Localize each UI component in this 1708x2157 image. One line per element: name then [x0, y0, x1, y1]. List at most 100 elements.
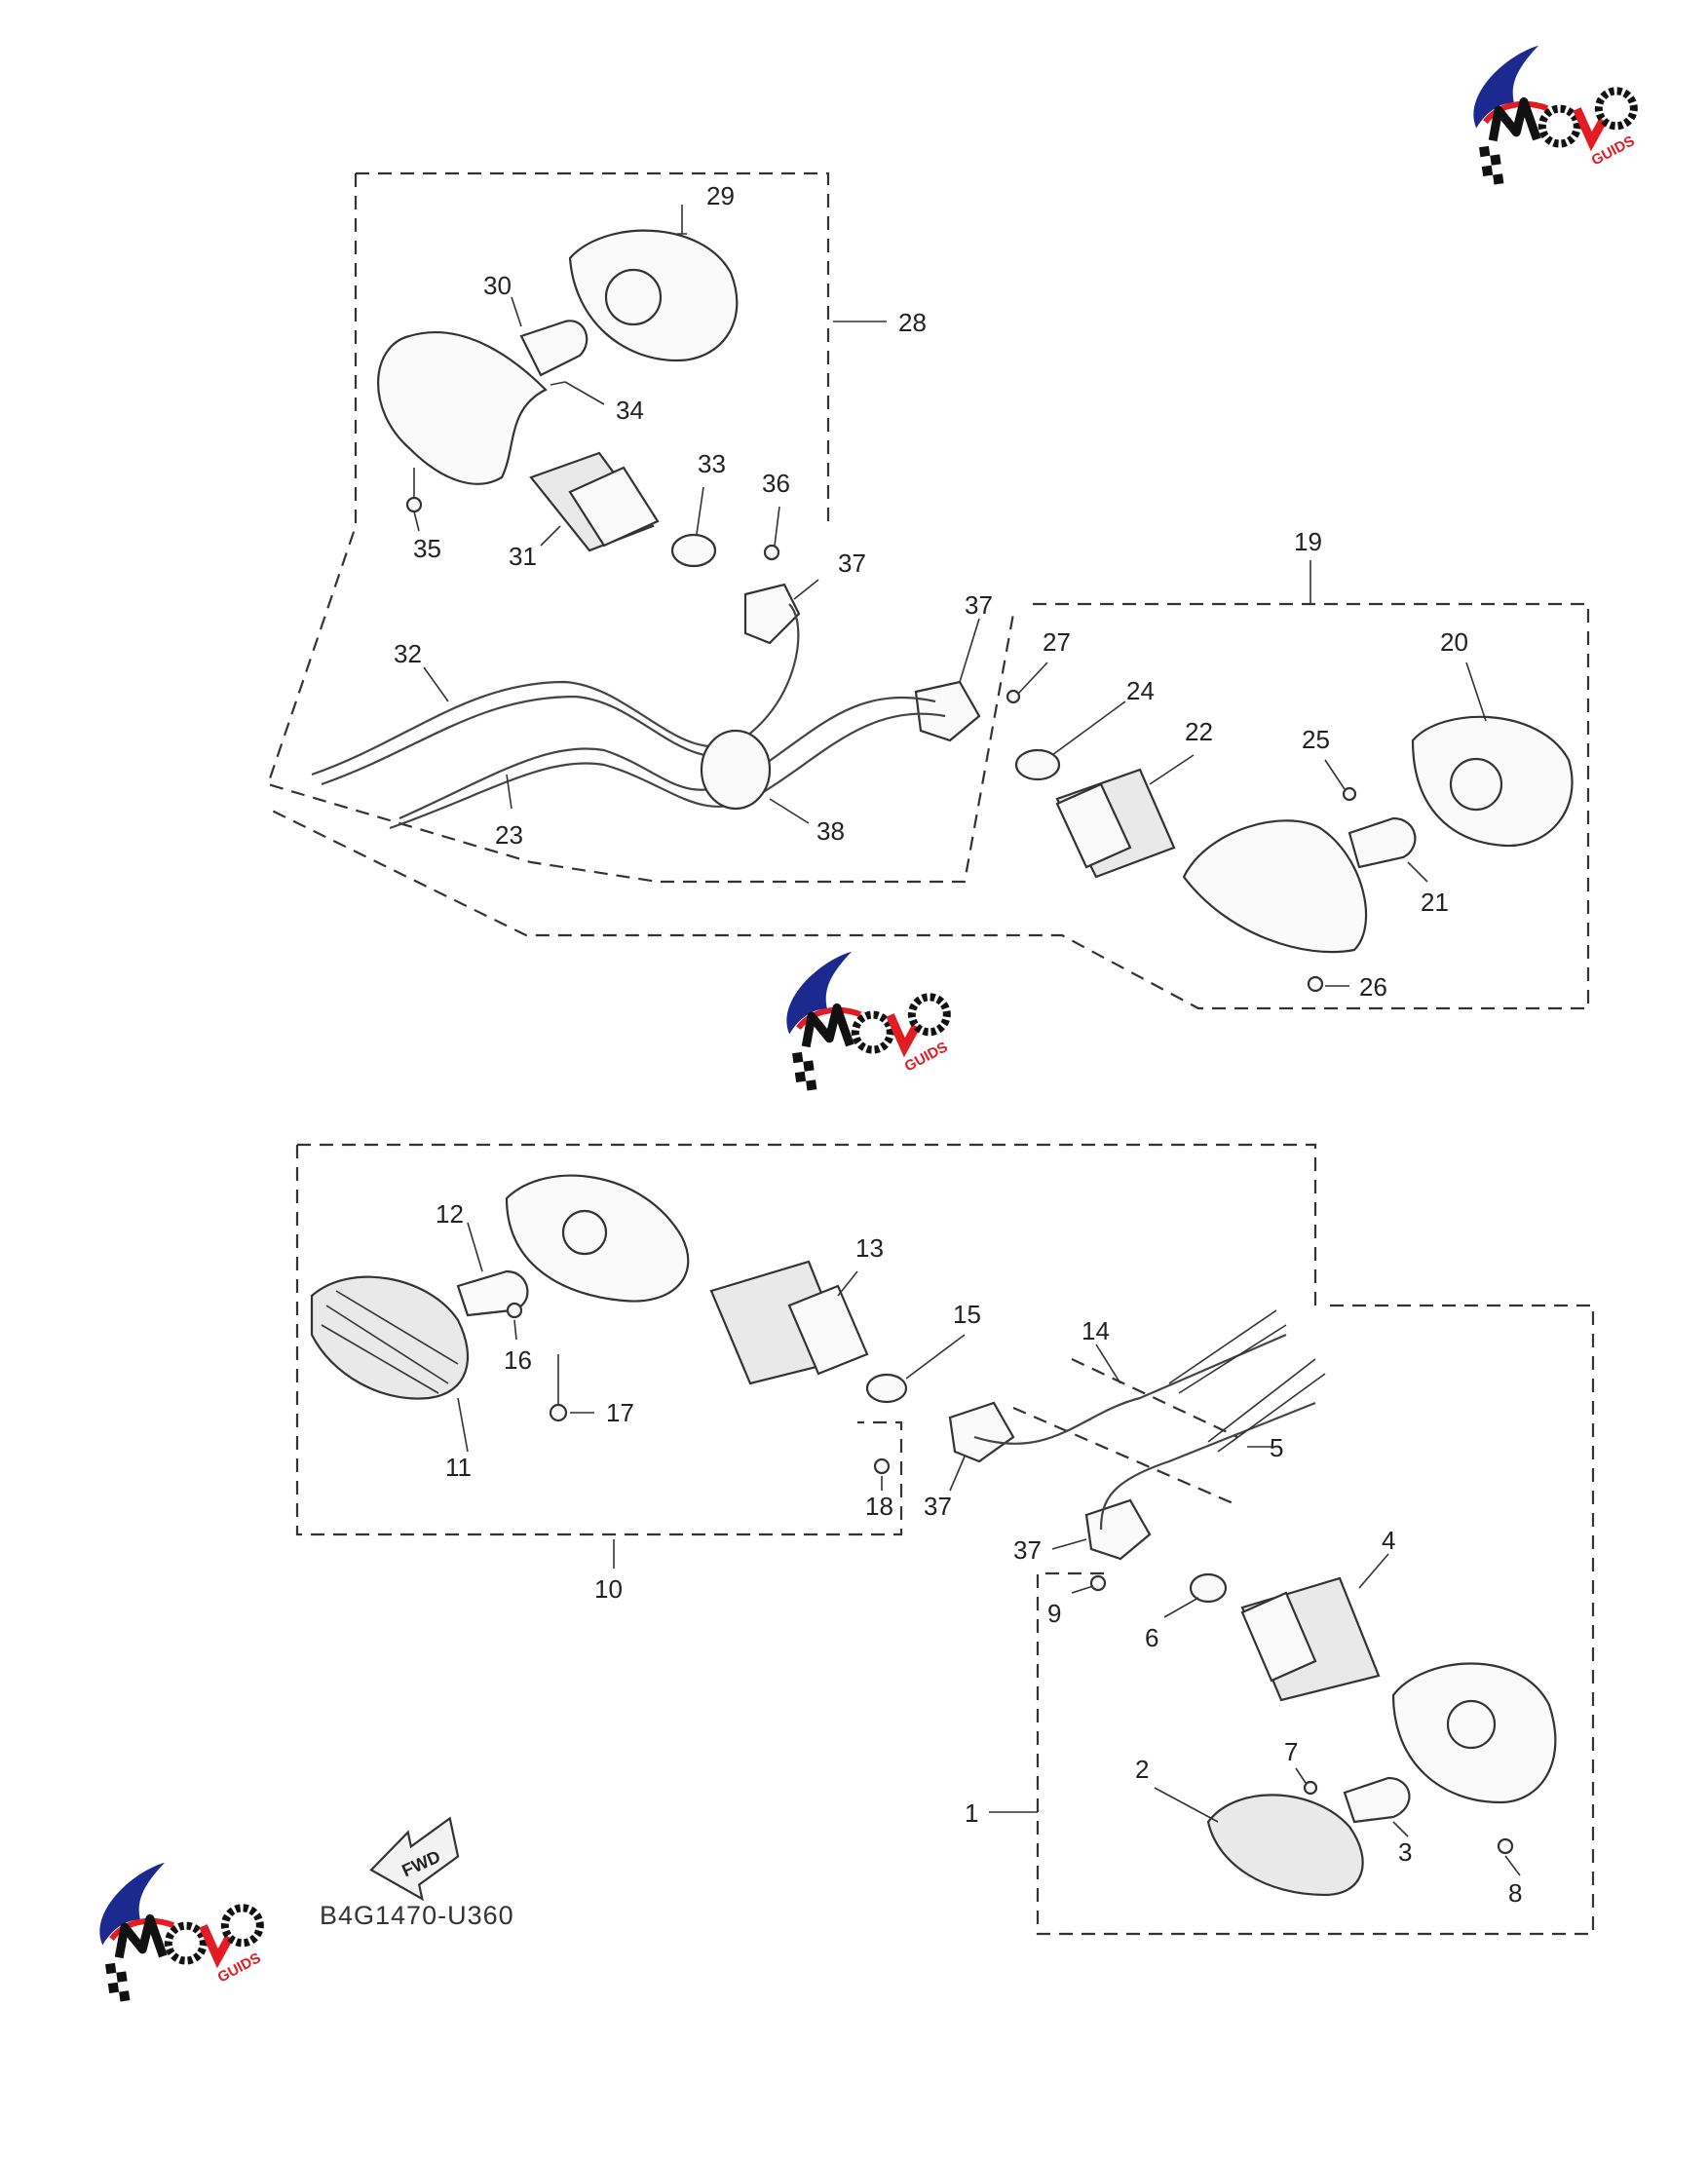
assembly-1-outline: [1036, 1304, 1595, 1936]
wire-32: [311, 603, 800, 776]
wire-23-b: [389, 712, 946, 830]
stem-22-rubber: [1055, 782, 1132, 869]
leader-33: [696, 486, 704, 535]
screw-25: [1342, 786, 1357, 802]
label-35: 35: [413, 534, 441, 563]
wire-5-leads: [1207, 1358, 1326, 1453]
assembly-19-outline: [267, 602, 1590, 1010]
leader-35: [413, 511, 420, 532]
label-25: 25: [1302, 725, 1330, 754]
screw-8: [1497, 1837, 1514, 1855]
label-12: 12: [436, 1199, 464, 1229]
bulb-30: [519, 320, 588, 377]
leader-36: [774, 506, 780, 547]
leader-25: [1324, 759, 1346, 790]
fwd-arrow: FWD: [369, 1816, 460, 1902]
washer-15: [865, 1373, 908, 1404]
leader-22: [1149, 754, 1195, 785]
leader-4: [1358, 1553, 1389, 1589]
housing-20-socket: [1449, 757, 1503, 812]
label-27: 27: [1043, 627, 1071, 657]
label-10: 10: [594, 1574, 623, 1604]
housing-13-socket: [561, 1209, 608, 1256]
leader-12: [467, 1222, 483, 1272]
label-26: 26: [1359, 972, 1387, 1002]
screw-26: [1307, 975, 1324, 993]
brand-logo-bottom-left: GUIDS: [92, 1851, 268, 2004]
lens-2: [1206, 1794, 1364, 1897]
label-29: 29: [706, 181, 735, 210]
stem-13-rubber: [787, 1284, 869, 1376]
leader-15: [905, 1334, 966, 1380]
wire-32-b: [321, 695, 751, 786]
bulb-21: [1347, 816, 1417, 869]
label-37-c: 37: [924, 1492, 952, 1521]
grommet-37-upper-left: [743, 583, 801, 645]
label-32: 32: [394, 639, 422, 668]
stem-4-rubber: [1240, 1591, 1317, 1683]
leader-11: [457, 1397, 469, 1453]
label-38: 38: [816, 816, 845, 846]
washer-33: [670, 533, 717, 568]
wire-14: [973, 1333, 1287, 1445]
leader-20: [1465, 662, 1487, 722]
screw-35: [405, 496, 423, 513]
screw-36: [763, 544, 780, 561]
leader-3: [1392, 1821, 1409, 1837]
lens-11: [310, 1275, 470, 1400]
lens-30-left: [377, 331, 548, 485]
label-9: 9: [1047, 1599, 1061, 1628]
label-30: 30: [483, 271, 512, 300]
screw-17: [549, 1403, 568, 1422]
leader-6: [1163, 1597, 1199, 1618]
label-1: 1: [965, 1798, 978, 1828]
lens-26-right: [1182, 819, 1368, 954]
leader-34: [564, 381, 605, 405]
leader-29: [677, 205, 687, 235]
label-22: 22: [1185, 717, 1213, 746]
leader-27: [1017, 662, 1048, 695]
leader-37-a: [793, 579, 819, 600]
label-18: 18: [865, 1492, 893, 1521]
leader-30: [511, 296, 522, 327]
label-21: 21: [1421, 888, 1449, 917]
leader-37-b: [959, 618, 980, 683]
label-31: 31: [509, 542, 537, 571]
label-33: 33: [698, 449, 726, 478]
screw-9: [1089, 1574, 1107, 1592]
wire-harness-outline: [1012, 1358, 1238, 1507]
cable-tie-38: [700, 729, 772, 811]
label-5: 5: [1270, 1433, 1283, 1462]
assembly-28-outline: [266, 171, 1015, 884]
label-3: 3: [1398, 1837, 1412, 1867]
label-16: 16: [504, 1345, 532, 1375]
grommet-37-lower-right: [1084, 1498, 1152, 1561]
leader-14: [1095, 1343, 1121, 1384]
wire-14-leads: [1168, 1309, 1287, 1394]
bulb-3: [1343, 1776, 1411, 1824]
label-4: 4: [1382, 1526, 1395, 1555]
screw-27: [1006, 689, 1021, 704]
label-37-b: 37: [965, 590, 993, 620]
label-14: 14: [1082, 1316, 1110, 1345]
label-19: 19: [1294, 527, 1322, 556]
label-8: 8: [1508, 1878, 1522, 1908]
label-2: 2: [1135, 1755, 1149, 1784]
label-20: 20: [1440, 627, 1468, 657]
lens-11-grid: [321, 1290, 459, 1394]
leader-31: [540, 525, 561, 547]
label-34: 34: [616, 396, 644, 425]
leader-38: [769, 798, 810, 824]
leader-32: [423, 666, 449, 702]
washer-6: [1189, 1572, 1228, 1604]
label-37-a: 37: [838, 549, 866, 578]
leader-2: [1154, 1787, 1219, 1823]
housing-4-socket: [1446, 1699, 1497, 1750]
leader-9: [1071, 1585, 1094, 1594]
wire-23: [399, 696, 936, 820]
leader-7: [1295, 1767, 1307, 1784]
stem-31-rubber: [568, 466, 660, 548]
label-23: 23: [495, 820, 523, 850]
label-37-d: 37: [1013, 1535, 1042, 1565]
